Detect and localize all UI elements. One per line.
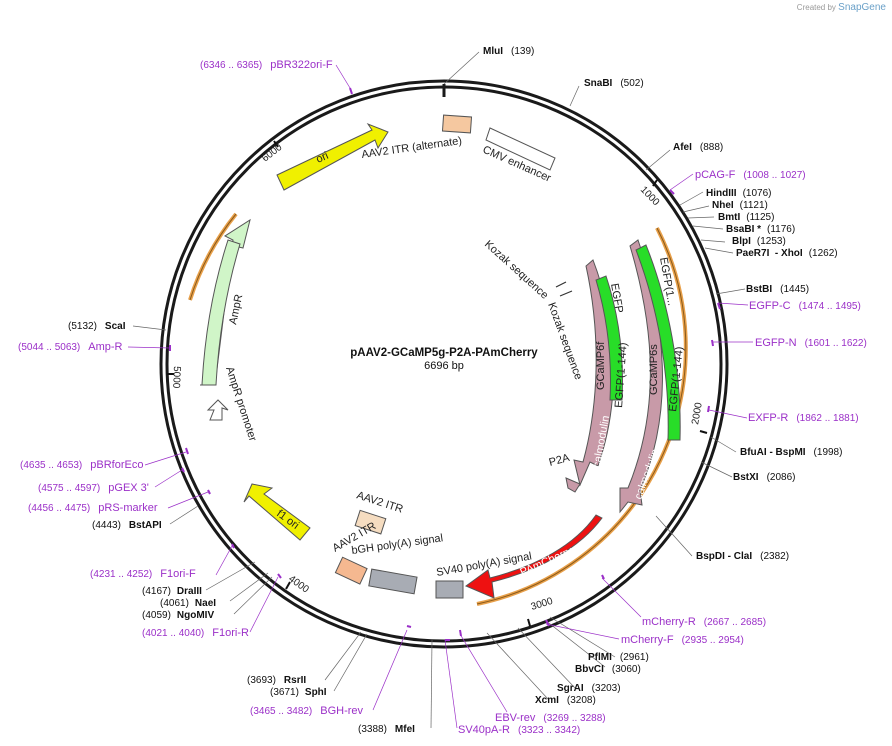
label-kozak-2: Kozak sequence <box>545 301 584 382</box>
site-bstapi: (4443)BstAPI <box>92 520 162 531</box>
site-bmti: BmtI(1125) <box>718 212 774 223</box>
snapgene-credit: Created by SnapGene <box>797 2 886 13</box>
site-paer7i-xhoi: PaeR7I - XhoI(1262) <box>736 248 838 259</box>
site-bstxi: BstXI(2086) <box>733 472 795 483</box>
label-egfp-a: EGFP(1-144) <box>613 342 630 408</box>
site-blpi: BlpI(1253) <box>732 236 786 247</box>
primer-prs-marker: (4456 .. 4475)pRS-marker <box>28 502 158 514</box>
site-hindiii: HindIII(1076) <box>706 188 771 199</box>
primer-amp-r: (5044 .. 5063)Amp-R <box>18 341 123 353</box>
primer-f1ori-f: (4231 .. 4252)F1ori-F <box>90 568 196 580</box>
site-bfuai-bspmi: BfuAI - BspMI(1998) <box>740 447 842 458</box>
primer-leader-lines <box>127 64 753 729</box>
site-rsrii: (3693)RsrII <box>247 675 306 686</box>
primer-egfp-n: EGFP-N(1601 .. 1622) <box>755 337 867 349</box>
site-ngomiv: (4059)NgoMIV <box>142 610 214 621</box>
site-snabi: SnaBI(502) <box>584 78 644 89</box>
site-bspdi-clai: BspDI - ClaI(2382) <box>696 551 789 562</box>
site-scai: (5132)ScaI <box>68 321 126 332</box>
created-by-text: Created by <box>796 3 836 12</box>
site-mlui: MluI(139) <box>483 46 534 57</box>
tick-3000: 3000 <box>530 596 555 613</box>
primer-sv40pa-r: SV40pA-R(3323 .. 3342) <box>458 724 580 736</box>
pamcherry-arrow <box>464 514 603 599</box>
site-draiii: (4167)DraIII <box>142 586 202 597</box>
label-p2a: P2A <box>548 452 572 469</box>
site-sgrai: SgrAI(3203) <box>557 683 621 694</box>
enzyme-sites: MluI(139) SnaBI(502) AfeI(888) HindIII(1… <box>68 46 842 735</box>
primer-mcherry-f: mCherry-F(2935 .. 2954) <box>621 634 744 646</box>
plasmid-title: pAAV2-GCaMP5g-P2A-PAmCherry 6696 bp <box>350 347 538 372</box>
gcamp6f-egfp <box>595 275 623 401</box>
site-bbvci: BbvCI(3060) <box>575 664 641 675</box>
cmv-enhancer-box <box>485 127 556 171</box>
label-ampr-promoter: AmpR promoter <box>223 365 259 443</box>
plasmid-name: pAAV2-GCaMP5g-P2A-PAmCherry <box>350 347 538 359</box>
primer-marks <box>169 87 721 641</box>
primer-f1ori-r: (4021 .. 4040)F1ori-R <box>142 627 249 639</box>
label-kozak-1: Kozak sequence <box>482 238 550 301</box>
primer-bgh-rev: (3465 .. 3482)BGH-rev <box>250 705 364 717</box>
primer-pgex3: (4575 .. 4597)pGEX 3' <box>38 482 149 494</box>
kozak-mark-2 <box>559 290 573 297</box>
primer-pbrforeco: (4635 .. 4653)pBRforEco <box>20 459 143 471</box>
f1ori-arrow <box>243 483 311 541</box>
label-ampr: AmpR <box>227 293 245 325</box>
aav2-itr-box <box>354 509 387 535</box>
site-sphi: (3671)SphI <box>270 687 327 698</box>
site-afei: AfeI(888) <box>673 142 723 153</box>
leader-lines <box>132 51 746 729</box>
aav2-itr-box2 <box>334 556 368 585</box>
orange-tracks <box>188 212 688 606</box>
primer-egfp-c: EGFP-C(1474 .. 1495) <box>749 300 861 312</box>
site-bstbi: BstBI(1445) <box>746 284 809 295</box>
ori-arrow <box>276 122 389 191</box>
primer-pbr322ori-f: (6346 .. 6365)pBR322ori-F <box>200 59 333 71</box>
features <box>200 114 681 599</box>
sv40-box <box>435 580 464 599</box>
site-xcmi: XcmI(3208) <box>535 695 596 706</box>
site-mfei: (3388)MfeI <box>358 724 415 735</box>
label-egfp: EGFP <box>608 282 625 314</box>
ampr-promoter <box>206 399 229 421</box>
site-naei: (4061)NaeI <box>160 598 216 609</box>
site-nhei: NheI(1121) <box>712 200 768 211</box>
aav2-itr-alt-box <box>441 114 473 134</box>
primer-exfp-r: EXFP-R(1862 .. 1881) <box>748 412 859 424</box>
site-pflmi: PflMI(2961) <box>588 652 649 663</box>
kozak-mark-1 <box>555 281 567 288</box>
primer-labels: (6346 .. 6365)pBR322ori-F pCAG-F(1008 ..… <box>18 59 867 736</box>
snapgene-logo-text: SnapGene <box>838 2 886 13</box>
bgh-box <box>368 568 418 595</box>
primer-pcag-f: pCAG-F(1008 .. 1027) <box>695 169 806 181</box>
backbone <box>159 79 729 649</box>
primer-mcherry-r: mCherry-R(2667 .. 2685) <box>642 616 766 628</box>
p2a-arrow <box>565 477 581 493</box>
plasmid-size: 6696 bp <box>424 360 464 372</box>
site-bsabi: BsaBI *(1176) <box>726 224 795 235</box>
tick-5000: 5000 <box>170 366 182 389</box>
tick-2000: 2000 <box>690 401 705 425</box>
primer-ebv-rev: EBV-rev(3269 .. 3288) <box>495 712 606 724</box>
label-gcamp6f: GCaMP6f <box>595 341 607 390</box>
ampr-fill <box>201 239 241 386</box>
label-gcamp6s: GCaMP6s <box>648 344 660 395</box>
label-ori: ori <box>314 150 330 166</box>
gcamp6s-egfp <box>635 244 681 441</box>
